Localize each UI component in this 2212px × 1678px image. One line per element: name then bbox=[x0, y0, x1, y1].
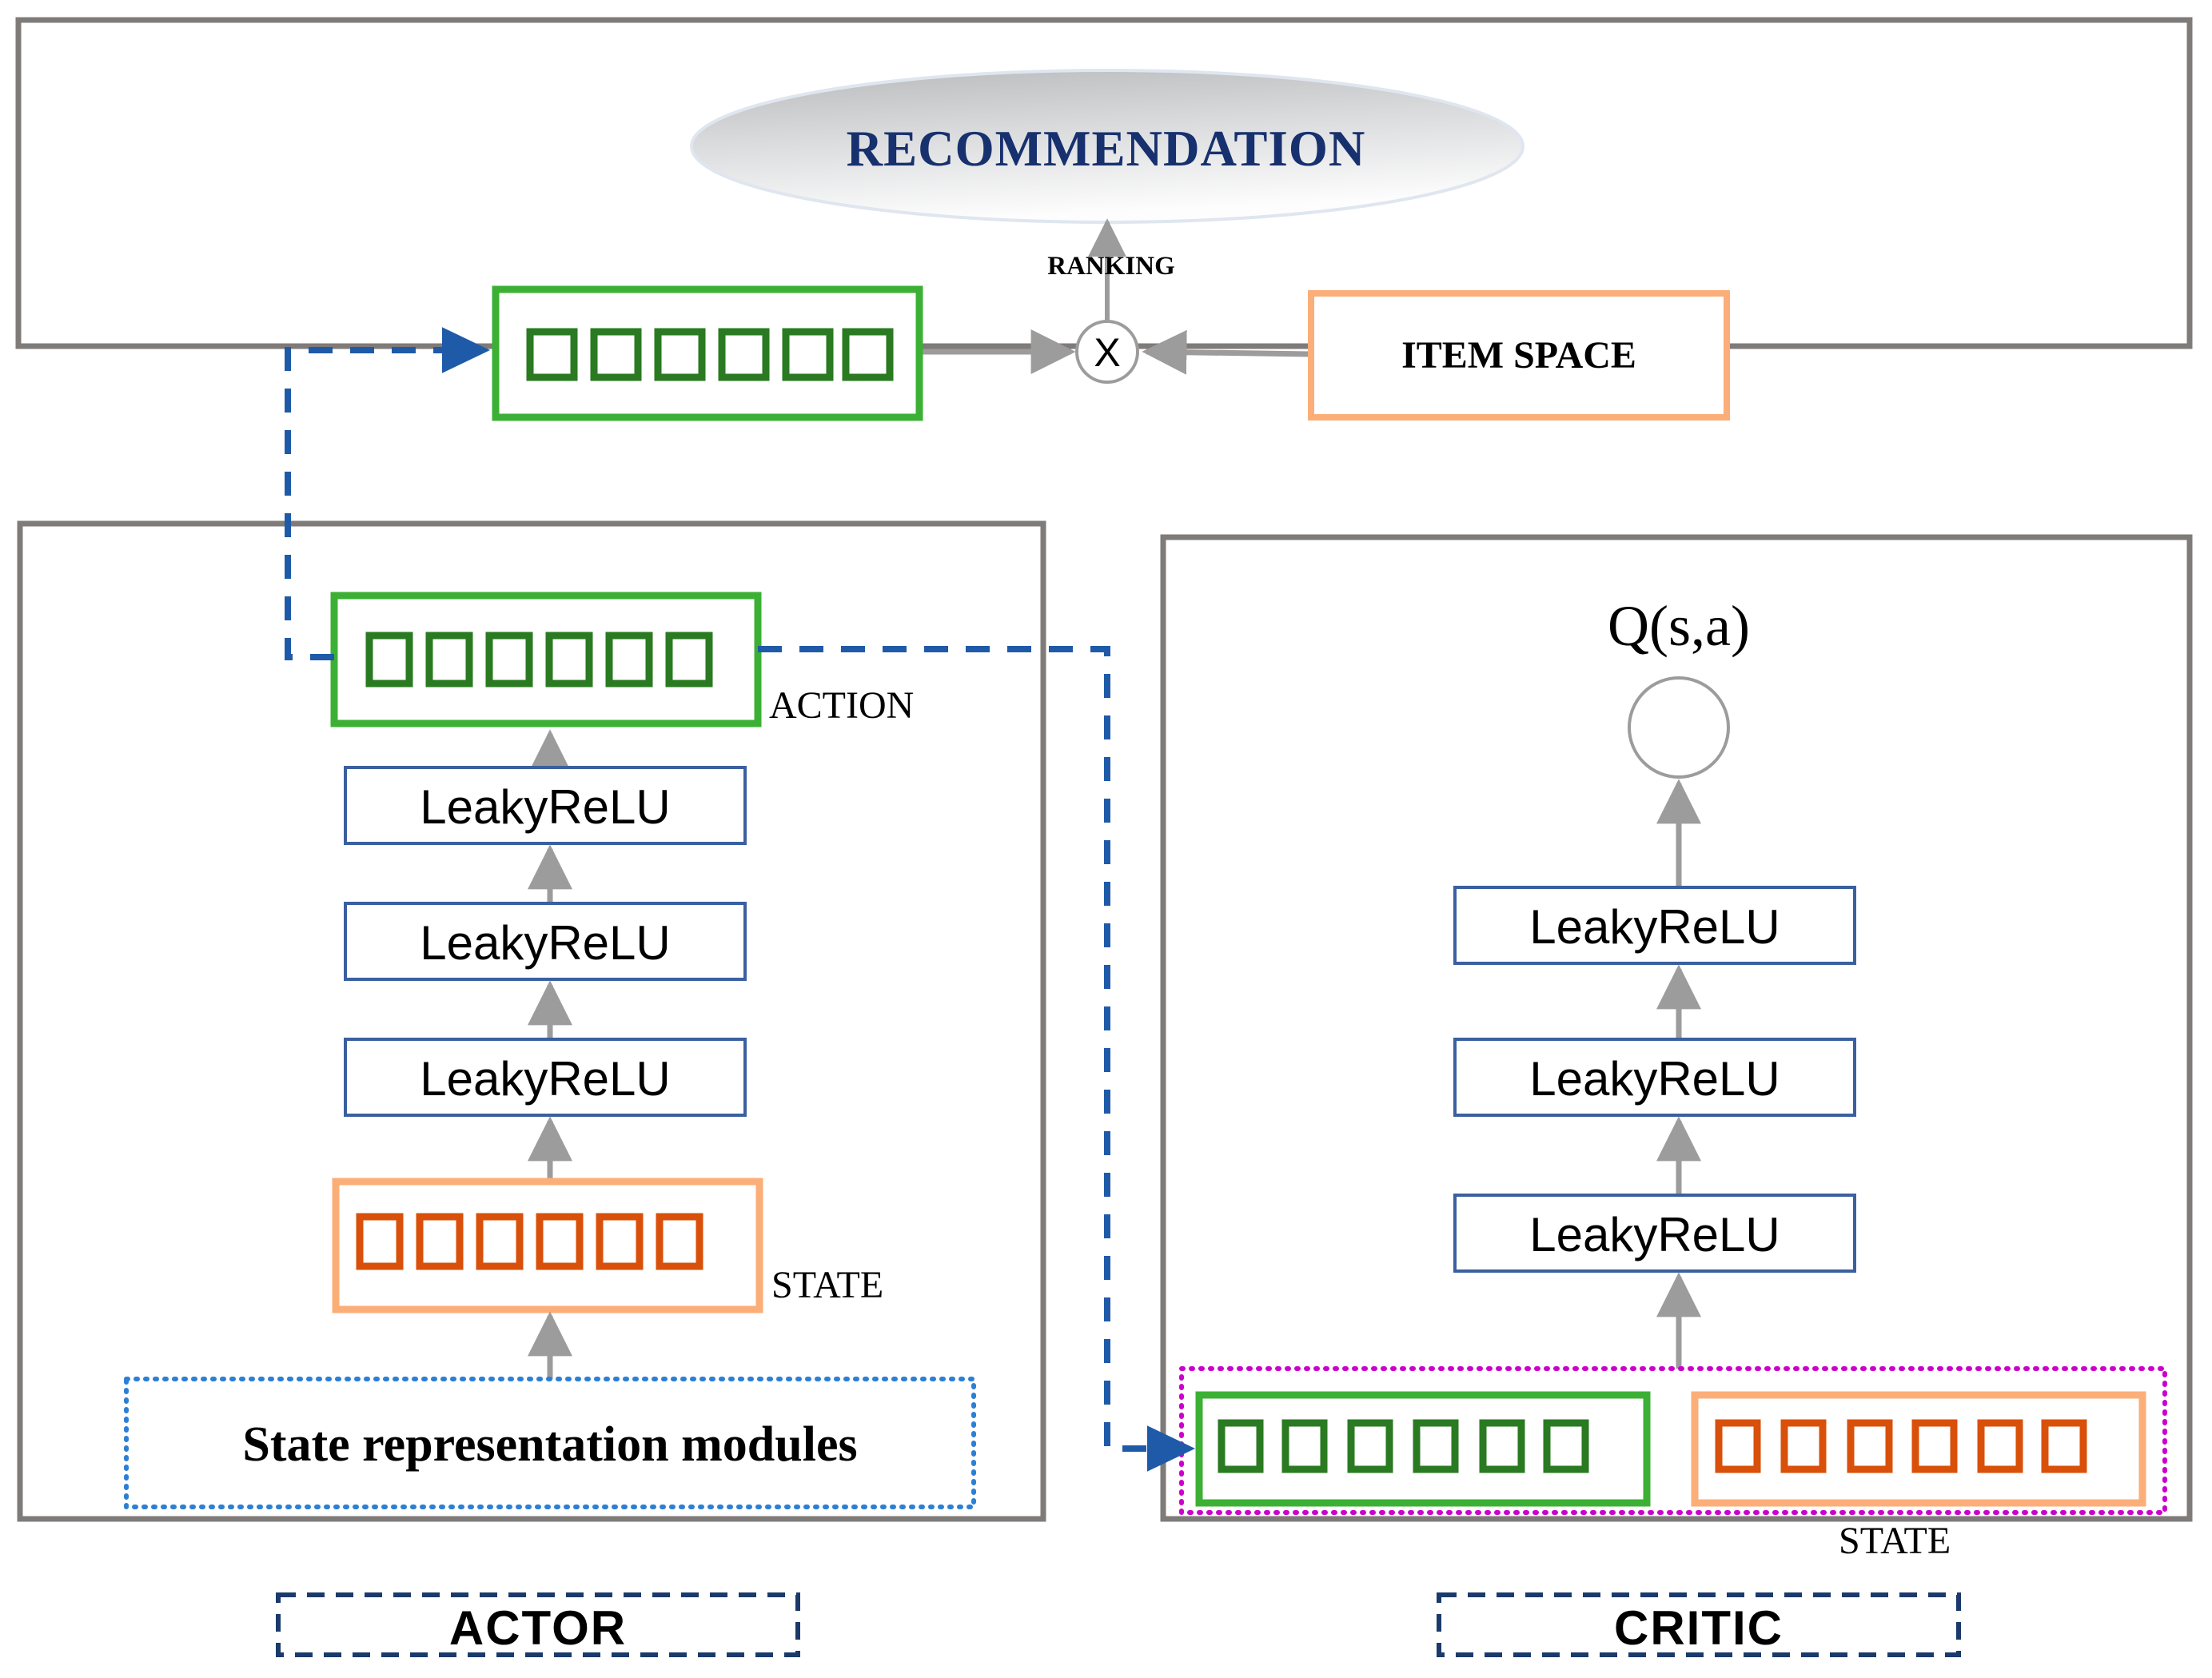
ranked-action-vector-cells bbox=[526, 328, 894, 381]
critic-relu-box-2 bbox=[1453, 1038, 1856, 1117]
recommendation-label: RECOMMENDATION bbox=[846, 121, 1366, 177]
state-representation-modules-label: State representation modules bbox=[242, 1417, 858, 1472]
actor-action-vector-cells bbox=[365, 632, 713, 688]
critic-state-vector-cells bbox=[1715, 1419, 2087, 1473]
action-to-critic-route bbox=[758, 646, 1195, 1472]
action-to-recommendation-route bbox=[285, 327, 490, 660]
actor-relu-box-2 bbox=[344, 902, 747, 981]
critic-state-label: STATE bbox=[1839, 1520, 1951, 1562]
actor-relu-label-1: LeakyReLU bbox=[420, 780, 671, 834]
state-representation-modules-box bbox=[124, 1377, 976, 1509]
critic-relu-label-3: LeakyReLU bbox=[1529, 1208, 1780, 1261]
actor-relu-box-3 bbox=[344, 1038, 747, 1117]
actor-title-box bbox=[276, 1592, 800, 1657]
critic-action-vector-cells bbox=[1218, 1419, 1589, 1473]
actor-state-vector-cells bbox=[356, 1213, 703, 1270]
multiply-symbol: X bbox=[1094, 330, 1121, 375]
critic-relu-box-1 bbox=[1453, 886, 1856, 965]
actor-relu-label-2: LeakyReLU bbox=[420, 916, 671, 970]
critic-q-node bbox=[1628, 676, 1730, 779]
actor-action-label: ACTION bbox=[769, 684, 915, 727]
critic-relu-label-2: LeakyReLU bbox=[1529, 1052, 1780, 1106]
multiply-node bbox=[1075, 320, 1139, 384]
actor-panel-label: ACTOR bbox=[448, 1601, 628, 1655]
critic-q-label: Q(s,a) bbox=[1608, 594, 1750, 658]
actor-state-label: STATE bbox=[771, 1264, 884, 1306]
critic-panel-label: CRITIC bbox=[1614, 1601, 1784, 1655]
critic-relu-label-1: LeakyReLU bbox=[1529, 900, 1780, 954]
critic-title-box bbox=[1437, 1592, 1961, 1657]
actor-relu-box-1 bbox=[344, 766, 747, 845]
itemspace-to-multiply-arrow bbox=[1142, 329, 1312, 375]
item-space-label: ITEM SPACE bbox=[1401, 334, 1636, 377]
critic-relu-box-3 bbox=[1453, 1194, 1856, 1273]
actor-relu-label-3: LeakyReLU bbox=[420, 1052, 671, 1106]
ranking-label: RANKING bbox=[1047, 252, 1175, 281]
item-space-box bbox=[1308, 290, 1730, 420]
